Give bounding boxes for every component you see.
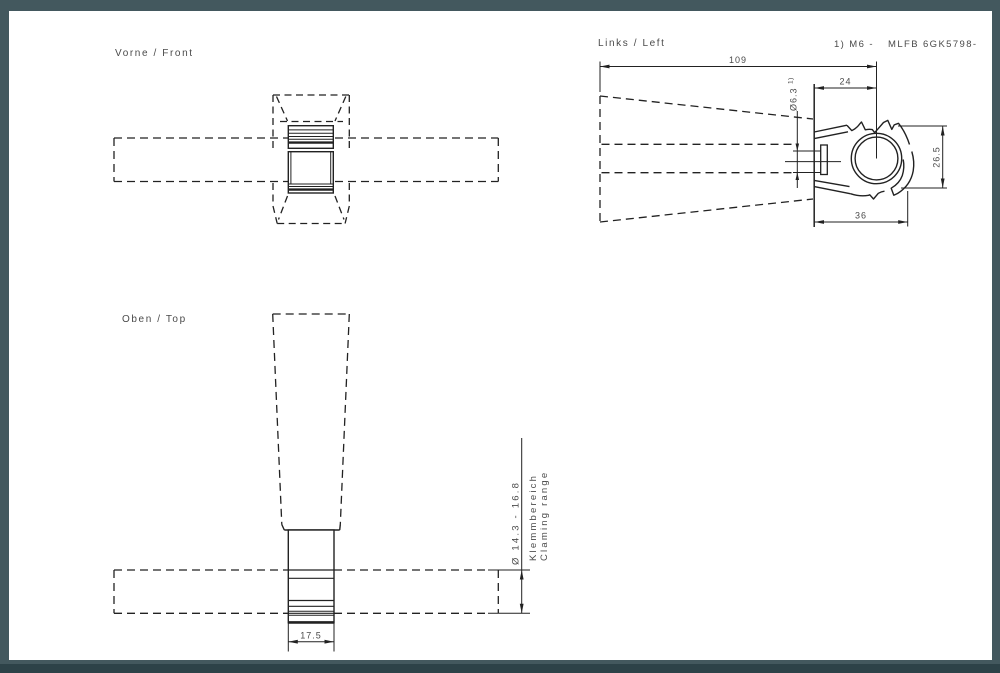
top-flange [281,524,341,531]
frame-bottom-strip [0,664,1000,673]
clamp-range-label-en: Claming range [539,471,550,561]
dim-24 [814,86,877,90]
left-view [599,84,915,227]
clamp-range-diameter-label: Ø 14.3 - 16.8 [511,481,522,565]
left-clamp-screw [785,144,841,176]
top-view [113,313,499,624]
dim-36-label: 36 [855,211,867,221]
front-clamp-cap [287,124,334,149]
dim-26-5-label: 26.5 [932,146,942,168]
front-horn-bottom-outline [272,183,350,225]
dim-screw-hole-footnote: 1) [788,77,795,84]
dimension-graphics [287,61,947,652]
dim-26-5 [898,125,947,189]
front-view [113,94,499,225]
left-clamp-jaws [846,119,915,200]
technical-drawing: Vorne / Front Links / Left Oben / Top 1)… [113,38,977,652]
front-horn-top-outline [272,94,350,152]
footnote-text: 1) M6 - [834,39,874,50]
part-number-text: MLFB 6GK5798- [888,39,977,50]
dim-17-5 [287,622,335,652]
front-mast-outline [113,137,499,183]
dim-36 [814,191,909,227]
dim-24-label: 24 [839,77,851,87]
dim-clamp-range [488,438,530,614]
dim-17-5-label: 17.5 [300,631,322,641]
top-view-title: Oben / Top [122,314,187,325]
dim-screw-hole [795,111,800,188]
top-horn-outline [272,313,350,525]
left-view-title: Links / Left [598,38,666,49]
dim-109 [599,61,877,159]
dim-109-label: 109 [729,55,747,65]
front-clamp-body [287,150,334,194]
front-view-title: Vorne / Front [115,48,194,59]
dim-screw-hole-label: Ø6.3 [789,87,799,111]
clamp-range-label-de: Klemmbereich [528,474,539,561]
left-clamp-body [814,124,851,195]
left-horn-outline [599,95,814,223]
top-clamp-body [287,529,335,624]
drawing-sheet: Vorne / Front Links / Left Oben / Top 1)… [9,11,992,660]
top-mast-outline [113,569,499,614]
